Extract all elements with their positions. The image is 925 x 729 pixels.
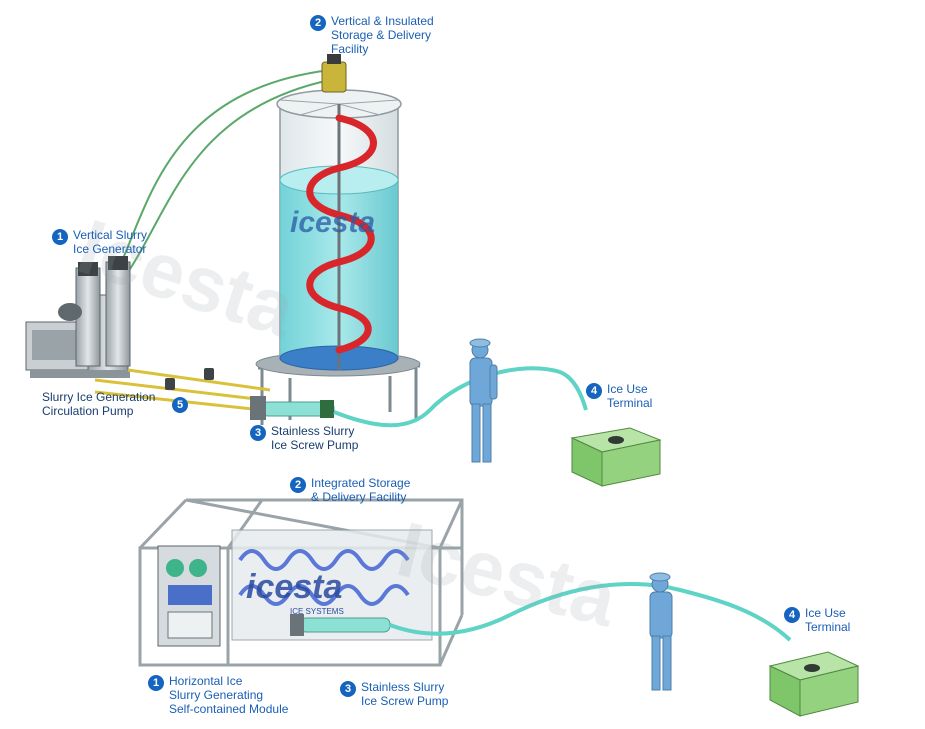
callout-number: 3 bbox=[250, 425, 266, 441]
brand-logo: icesta bbox=[246, 568, 342, 606]
brand-logo: icesta bbox=[290, 206, 375, 239]
callout-storage-facility: 2 Vertical & Insulated Storage & Deliver… bbox=[310, 14, 434, 56]
bottom-system bbox=[138, 498, 860, 717]
callout-ice-terminal: 4 Ice Use Terminal bbox=[784, 606, 850, 634]
pump-label: Slurry Ice Generation Circulation Pump bbox=[42, 390, 155, 418]
callout-number: 2 bbox=[290, 477, 306, 493]
callout-circulation-pump: 5 bbox=[172, 396, 188, 413]
delivery-hose bbox=[333, 366, 588, 428]
screw-auger bbox=[306, 114, 377, 354]
stainless-screw-pump bbox=[290, 614, 391, 636]
horizontal-generating-module bbox=[157, 545, 221, 647]
callout-slurry-generator: 1 Vertical Slurry Ice Generator bbox=[52, 228, 147, 256]
operator-figure bbox=[469, 338, 498, 463]
callout-screw-pump: 3 Stainless Slurry Ice Screw Pump bbox=[340, 680, 448, 708]
stainless-screw-pump bbox=[250, 396, 335, 420]
callout-text: Integrated Storage & Delivery Facility bbox=[311, 476, 411, 504]
refrigerant-line bbox=[127, 79, 331, 273]
callout-text: Stainless Slurry Ice Screw Pump bbox=[271, 424, 359, 452]
top-system bbox=[25, 54, 662, 487]
callout-number: 2 bbox=[310, 15, 326, 31]
callout-number: 5 bbox=[172, 397, 188, 413]
vertical-storage-tank bbox=[276, 54, 402, 371]
callout-ice-terminal: 4 Ice Use Terminal bbox=[586, 382, 652, 410]
callout-text: Slurry Ice Generation Circulation Pump bbox=[42, 390, 156, 418]
callout-number: 1 bbox=[148, 675, 164, 691]
callout-integrated-storage: 2 Integrated Storage & Delivery Facility bbox=[290, 476, 410, 504]
refrigerant-line bbox=[117, 69, 331, 271]
storage-augers bbox=[238, 549, 410, 606]
delivery-hose bbox=[389, 582, 792, 642]
ice-use-terminal bbox=[570, 427, 662, 487]
callout-number: 1 bbox=[52, 229, 68, 245]
callout-text: Ice Use Terminal bbox=[805, 606, 851, 634]
callout-text: Stainless Slurry Ice Screw Pump bbox=[361, 680, 449, 708]
callout-text: Horizontal Ice Slurry Generating Self-co… bbox=[169, 674, 289, 716]
callout-number: 4 bbox=[586, 383, 602, 399]
callout-generating-module: 1 Horizontal Ice Slurry Generating Self-… bbox=[148, 674, 288, 716]
brand-logo-subtext: ICE SYSTEMS bbox=[290, 607, 344, 616]
tank-drive-motor bbox=[321, 61, 347, 93]
vertical-slurry-ice-generator bbox=[25, 256, 131, 378]
callout-text: Vertical Slurry Ice Generator bbox=[73, 228, 148, 256]
ice-use-terminal bbox=[768, 651, 860, 717]
callout-text: Ice Use Terminal bbox=[607, 382, 653, 410]
callout-number: 3 bbox=[340, 681, 356, 697]
callout-number: 4 bbox=[784, 607, 800, 623]
callout-screw-pump: 3 Stainless Slurry Ice Screw Pump bbox=[250, 424, 358, 452]
callout-text: Vertical & Insulated Storage & Delivery … bbox=[331, 14, 434, 56]
operator-figure bbox=[649, 572, 673, 691]
circulation-pump bbox=[165, 368, 214, 390]
